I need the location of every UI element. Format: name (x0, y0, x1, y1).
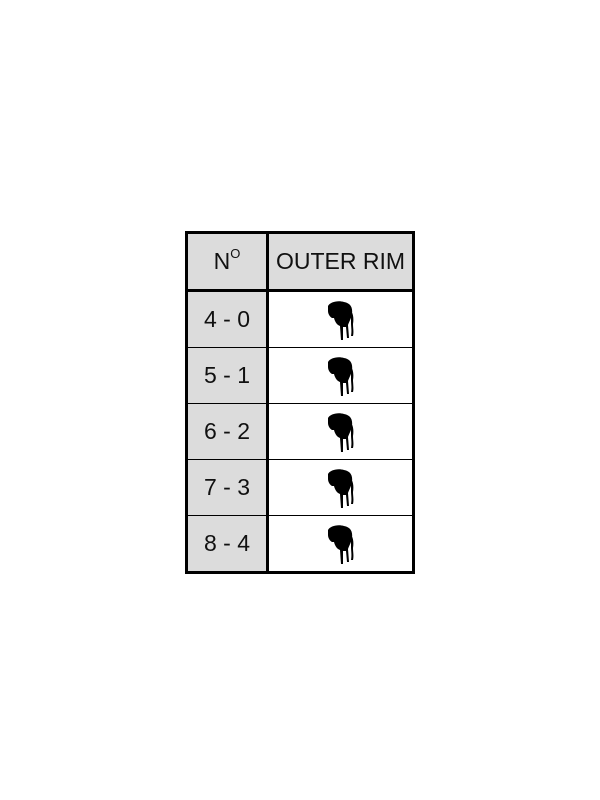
row-number: 4 - 0 (186, 290, 269, 348)
outer-rim-table: NO OUTER RIM 4 - 0 5 - 1 6 - 2 (185, 231, 415, 574)
table-row: 4 - 0 (186, 290, 414, 348)
number-header-sup: O (230, 246, 241, 262)
table-header-row: NO OUTER RIM (186, 232, 414, 292)
glyph-cell (267, 290, 414, 348)
table-row: 6 - 2 (186, 403, 414, 460)
table-row: 5 - 1 (186, 347, 414, 404)
horse-hindquarters-icon (327, 356, 353, 396)
row-number: 5 - 1 (186, 347, 269, 404)
horse-hindquarters-icon (327, 468, 353, 508)
horse-hindquarters-icon (327, 300, 353, 340)
glyph-cell (267, 515, 414, 573)
glyph-cell (267, 347, 414, 404)
table-row: 8 - 4 (186, 515, 414, 573)
number-column-header: NO (186, 232, 269, 292)
horse-hindquarters-icon (327, 412, 353, 452)
outer-rim-chart: NO OUTER RIM 4 - 0 5 - 1 6 - 2 (185, 231, 415, 574)
row-number: 8 - 4 (186, 515, 269, 573)
row-number: 6 - 2 (186, 403, 269, 460)
number-header-main: N (213, 248, 231, 274)
glyph-cell (267, 403, 414, 460)
table-row: 7 - 3 (186, 459, 414, 516)
number-header-label: NO (213, 246, 241, 274)
row-number: 7 - 3 (186, 459, 269, 516)
horse-hindquarters-icon (327, 524, 353, 564)
outer-rim-column-header: OUTER RIM (267, 232, 414, 292)
glyph-cell (267, 459, 414, 516)
